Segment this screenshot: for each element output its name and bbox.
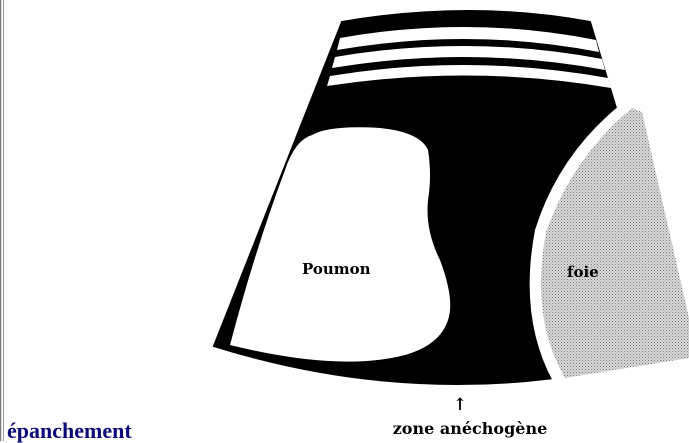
lung-region — [230, 127, 450, 361]
liver-label: foie — [567, 263, 599, 281]
lung-label: Poumon — [302, 260, 371, 278]
anechoic-zone-arrow: ↑ — [453, 395, 467, 415]
effusion-caption: épanchement — [7, 420, 132, 442]
anechoic-zone-label: zone anéchogène — [393, 419, 548, 438]
